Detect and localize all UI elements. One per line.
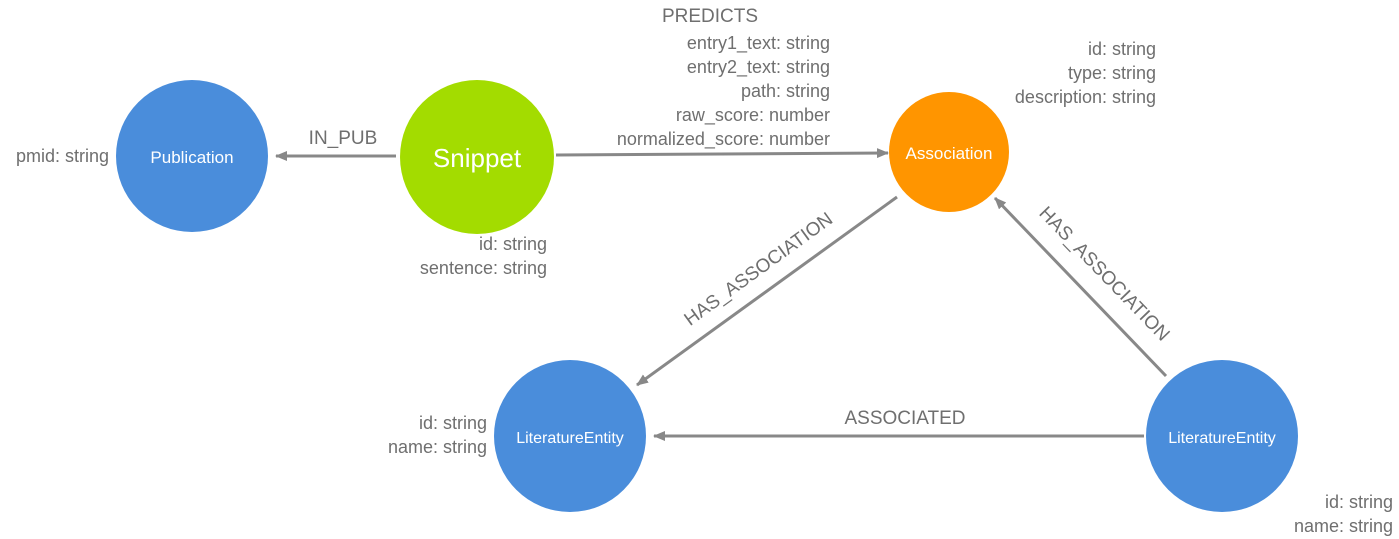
predicts-property: normalized_score: number [616,129,830,149]
snippet-property: id: string [478,234,547,254]
node-publication-circle[interactable] [116,80,268,232]
node-entity-left[interactable]: LiteratureEntity [494,360,646,512]
node-publication[interactable]: Publication [116,80,268,232]
edge-predicts[interactable]: PREDICTS [555,6,889,159]
edge-has-association-left[interactable]: HAS_ASSOCIATION [636,195,898,387]
predicts-properties: entry1_text: string entry2_text: string … [617,31,830,151]
entity-right-property: id: string [1324,492,1393,512]
predicts-property: raw_score: number [675,105,830,125]
entity-left-property: name: string [387,437,487,457]
snippet-properties: id: string sentence: string [420,232,547,280]
edge-has-association-right-line[interactable] [993,196,1168,378]
node-entity-right-circle[interactable] [1146,360,1298,512]
node-publication-label: Publication [150,148,233,167]
node-association[interactable]: Association [889,92,1009,212]
association-property: id: string [1087,39,1156,59]
edge-has-association-left-label: HAS_ASSOCIATION [681,209,837,331]
node-entity-left-circle[interactable] [494,360,646,512]
entity-left-property: id: string [418,413,487,433]
association-properties: id: string type: string description: str… [1015,37,1156,109]
edge-has-association-left-line[interactable] [636,195,898,387]
entity-right-properties: id: string name: string [1294,490,1393,538]
association-property: description: string [1014,87,1156,107]
predicts-property: entry2_text: string [686,57,830,77]
edge-associated-label: ASSOCIATED [844,408,965,429]
node-snippet-circle[interactable] [400,80,554,234]
edge-has-association-right[interactable]: HAS_ASSOCIATION [993,196,1174,378]
node-snippet[interactable]: Snippet [400,80,554,234]
edge-predicts-line[interactable] [555,148,889,159]
edge-has-association-right-label: HAS_ASSOCIATION [1035,203,1174,346]
edge-in-pub[interactable]: IN_PUB [275,128,396,161]
entity-right-property: name: string [1293,516,1393,536]
node-entity-right-label: LiteratureEntity [1168,430,1276,447]
node-snippet-label: Snippet [433,143,522,173]
edge-associated[interactable]: ASSOCIATED [653,408,1144,441]
publication-property: pmid: string [15,146,109,166]
edge-in-pub-label: IN_PUB [309,128,378,149]
snippet-property: sentence: string [419,258,547,278]
predicts-property: path: string [740,81,830,101]
edge-predicts-label: PREDICTS [662,6,758,27]
association-property: type: string [1067,63,1156,83]
entity-left-properties: id: string name: string [388,411,487,459]
node-entity-left-label: LiteratureEntity [516,430,624,447]
predicts-property: entry1_text: string [686,33,830,53]
node-entity-right[interactable]: LiteratureEntity [1146,360,1298,512]
node-association-circle[interactable] [889,92,1009,212]
node-association-label: Association [906,144,993,163]
publication-properties: pmid: string [16,144,109,168]
